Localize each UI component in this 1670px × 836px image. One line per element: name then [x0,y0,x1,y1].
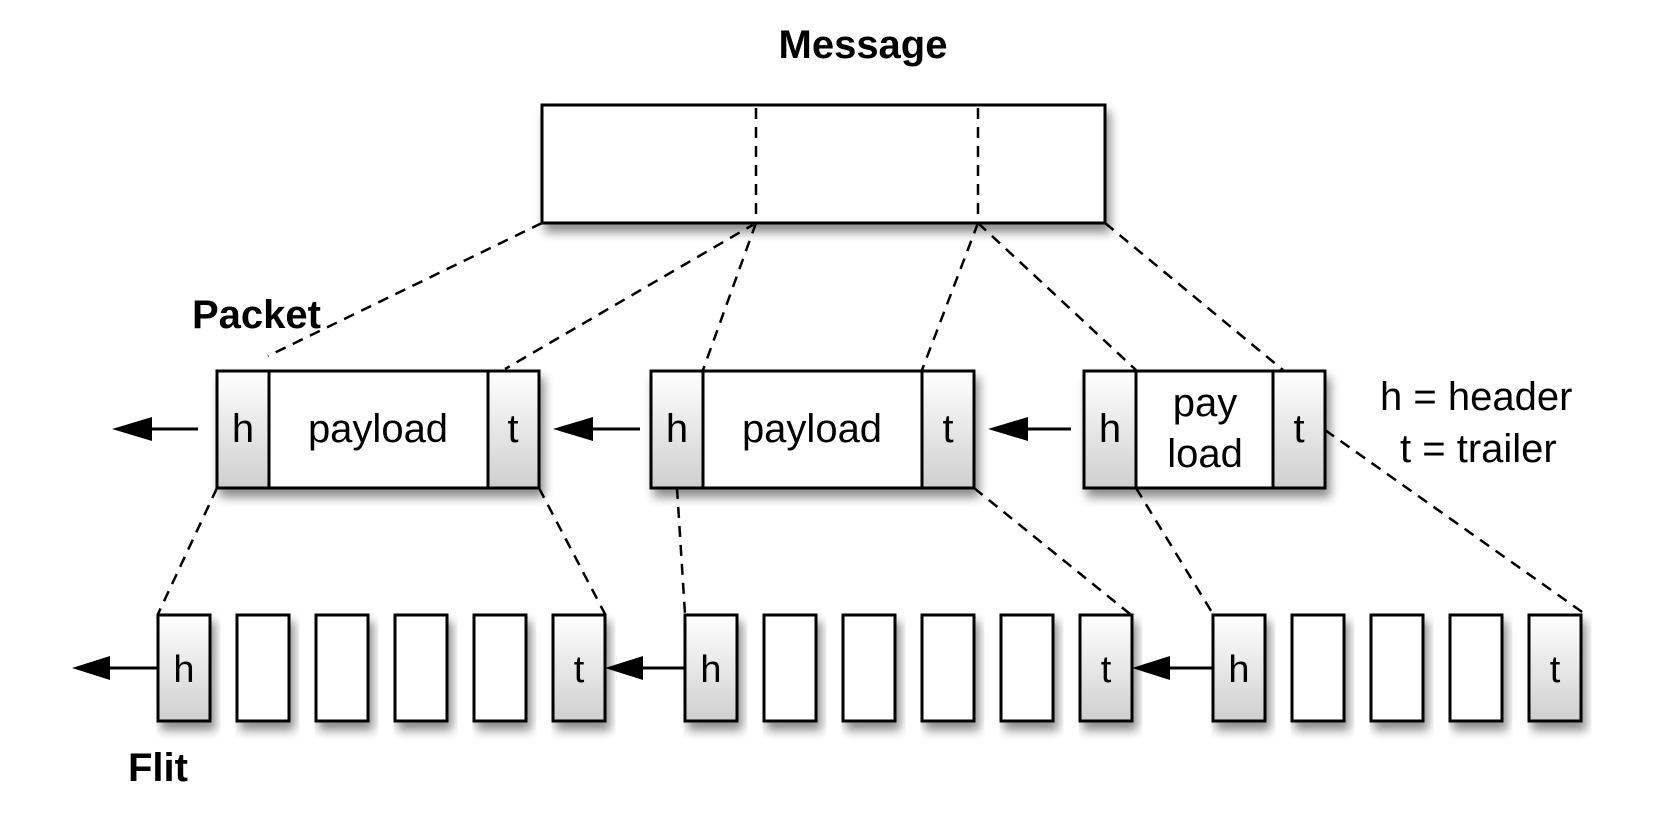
packet-3-trailer: t [1293,407,1304,451]
flit-header-label: h [700,649,721,691]
packet-1-header: h [232,407,254,451]
packet-3 [1082,369,1327,490]
flit-body [1369,613,1425,723]
packet-1-trailer: t [507,407,518,451]
legend-header: h = header [1380,375,1572,419]
flit-label: Flit [128,746,188,790]
flit-body [762,613,818,723]
flit-body [314,613,370,723]
packet-2-header: h [666,407,688,451]
flit-body [920,613,976,723]
packet-3-payload-line2: load [1167,432,1243,476]
packet-arrow-left [112,417,198,441]
packet-3-header: h [1099,407,1121,451]
flit-body [472,613,528,723]
packet-label: Packet [192,293,321,337]
packet-to-flit-lines [156,428,1586,616]
flit-body [999,613,1055,723]
message-label: Message [779,23,948,67]
flit-body [393,613,449,723]
message-to-packet-lines [267,221,1284,371]
flit-trailer-label: t [574,649,585,691]
flit-header [156,613,212,723]
flit-arrow-left [72,656,158,680]
packet-2-payload: payload [742,407,882,451]
flit-body [841,613,897,723]
packet-arrow-1-2 [553,417,640,441]
flit-header-label: h [173,649,194,691]
flit-body [1290,613,1346,723]
packet-2-trailer: t [942,407,953,451]
flit-arrow-1-2 [605,656,685,680]
packet-2 [649,369,976,490]
packet-1-payload: payload [308,407,448,451]
packet-3-payload-line1: pay [1173,381,1238,425]
flit-body [1448,613,1504,723]
legend-trailer: t = trailer [1400,427,1557,471]
flit-trailer-label: t [1550,649,1561,691]
flit-arrow-2-3 [1132,656,1213,680]
message-box [540,103,1107,225]
packet-1 [215,369,541,490]
flit-body [235,613,291,723]
flit-trailer-label: t [1101,649,1112,691]
flit-header-label: h [1228,649,1249,691]
packet-arrow-2-3 [988,417,1071,441]
flit-trailer [1527,613,1583,723]
